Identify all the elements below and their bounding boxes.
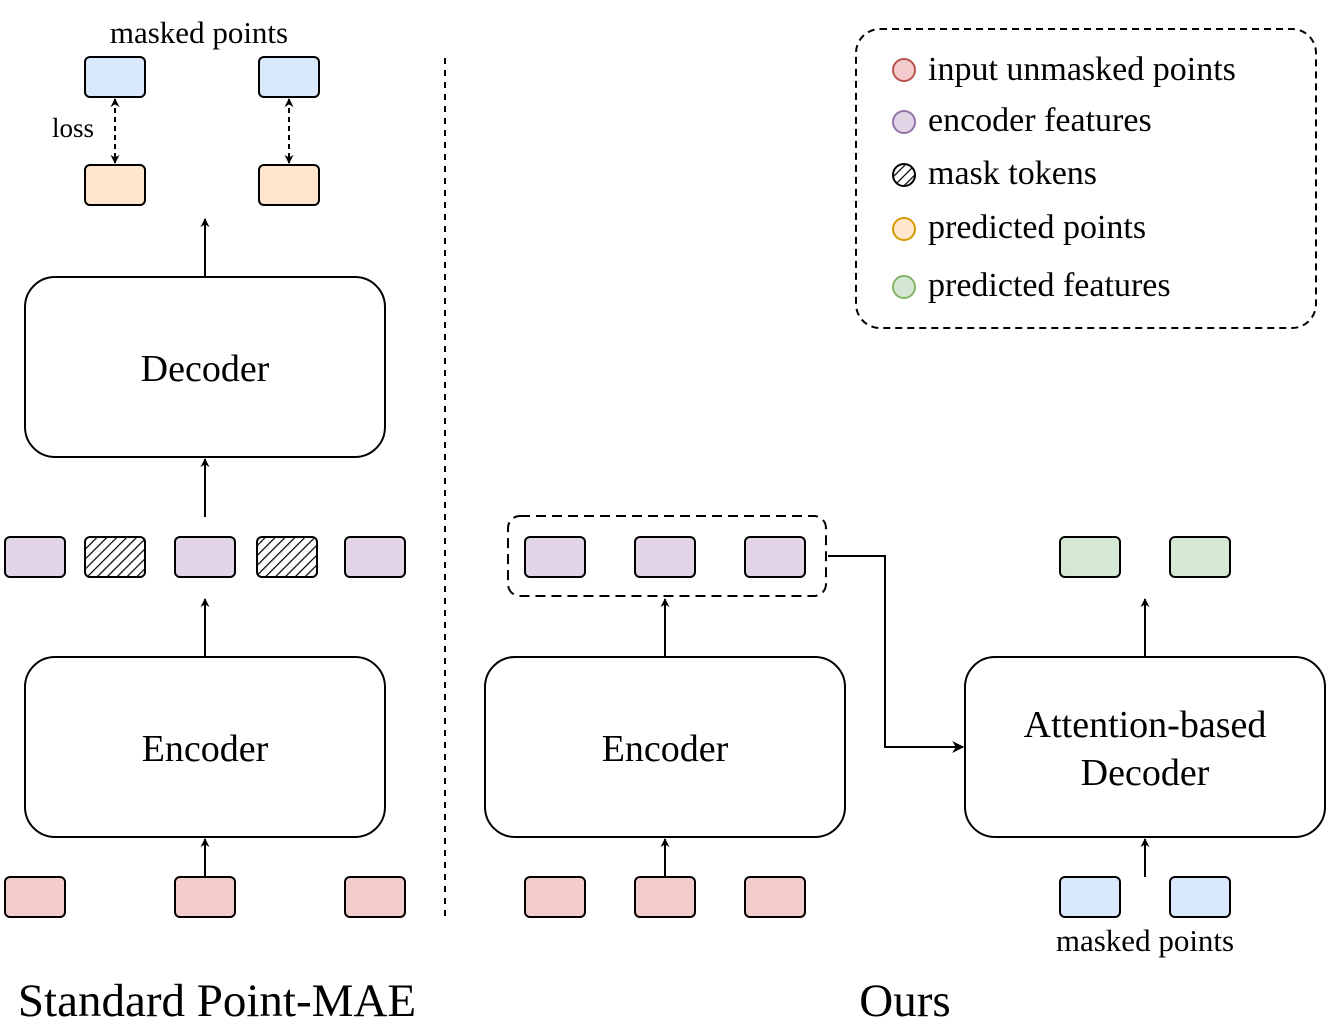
ours-input-point-2 [634,876,696,918]
input-point-2 [174,876,236,918]
ours-encoder-feature-2 [634,536,696,578]
encoder-feature-token-3 [344,536,406,578]
input-point-3 [344,876,406,918]
loss-label: loss [52,113,94,143]
standard-point-mae-panel: masked points loss Decoder Encoder [4,15,416,1027]
ours-caption: Ours [859,975,950,1027]
decoder-label: Decoder [141,348,270,390]
gt-masked-point-1 [84,56,146,98]
legend-item-predicted-features: predicted features [928,267,1171,304]
circle-purple-icon [892,110,916,134]
standard-point-mae-caption: Standard Point-MAE [18,975,416,1027]
decoder-box [24,276,386,458]
ours-masked-point-2 [1169,876,1231,918]
features-to-decoder-arrow [828,555,965,753]
mask-token-1 [84,536,146,578]
attention-decoder-label-line1: Attention-based [1024,704,1267,746]
input-point-1 [4,876,66,918]
hatched-circle-icon [892,163,916,187]
ours-encoder-feature-3 [744,536,806,578]
legend-frame [855,28,1317,329]
legend: input unmasked points encoder features m… [855,28,1317,329]
gt-masked-point-2 [258,56,320,98]
legend-item-input-unmasked: input unmasked points [928,51,1236,88]
predicted-point-1 [84,164,146,206]
ours-panel: Encoder Attention-based Decoder masked p… [484,515,1326,1027]
attention-decoder-label-line2: Decoder [1081,752,1210,794]
predicted-feature-2 [1169,536,1231,578]
legend-item-predicted-points: predicted points [928,209,1146,246]
ours-encoder-label: Encoder [602,728,729,770]
encoder-feature-token-2 [174,536,236,578]
encoder-feature-token-1 [4,536,66,578]
predicted-point-2 [258,164,320,206]
ours-encoder-feature-1 [524,536,586,578]
legend-item-mask-tokens: mask tokens [928,155,1097,192]
encoder-features-group [507,515,827,597]
ours-encoder-box [484,656,846,838]
top-masked-points-label: masked points [110,15,288,50]
ours-masked-point-1 [1059,876,1121,918]
predicted-feature-1 [1059,536,1121,578]
encoder-box [24,656,386,838]
mask-token-2 [256,536,318,578]
circle-orange-icon [892,217,916,241]
ours-input-point-1 [524,876,586,918]
attention-decoder-box [964,656,1326,838]
ours-masked-points-label: masked points [1056,923,1234,958]
circle-red-icon [892,58,916,82]
circle-green-icon [892,275,916,299]
legend-item-encoder-features: encoder features [928,102,1152,139]
encoder-label: Encoder [142,728,269,770]
ours-input-point-3 [744,876,806,918]
